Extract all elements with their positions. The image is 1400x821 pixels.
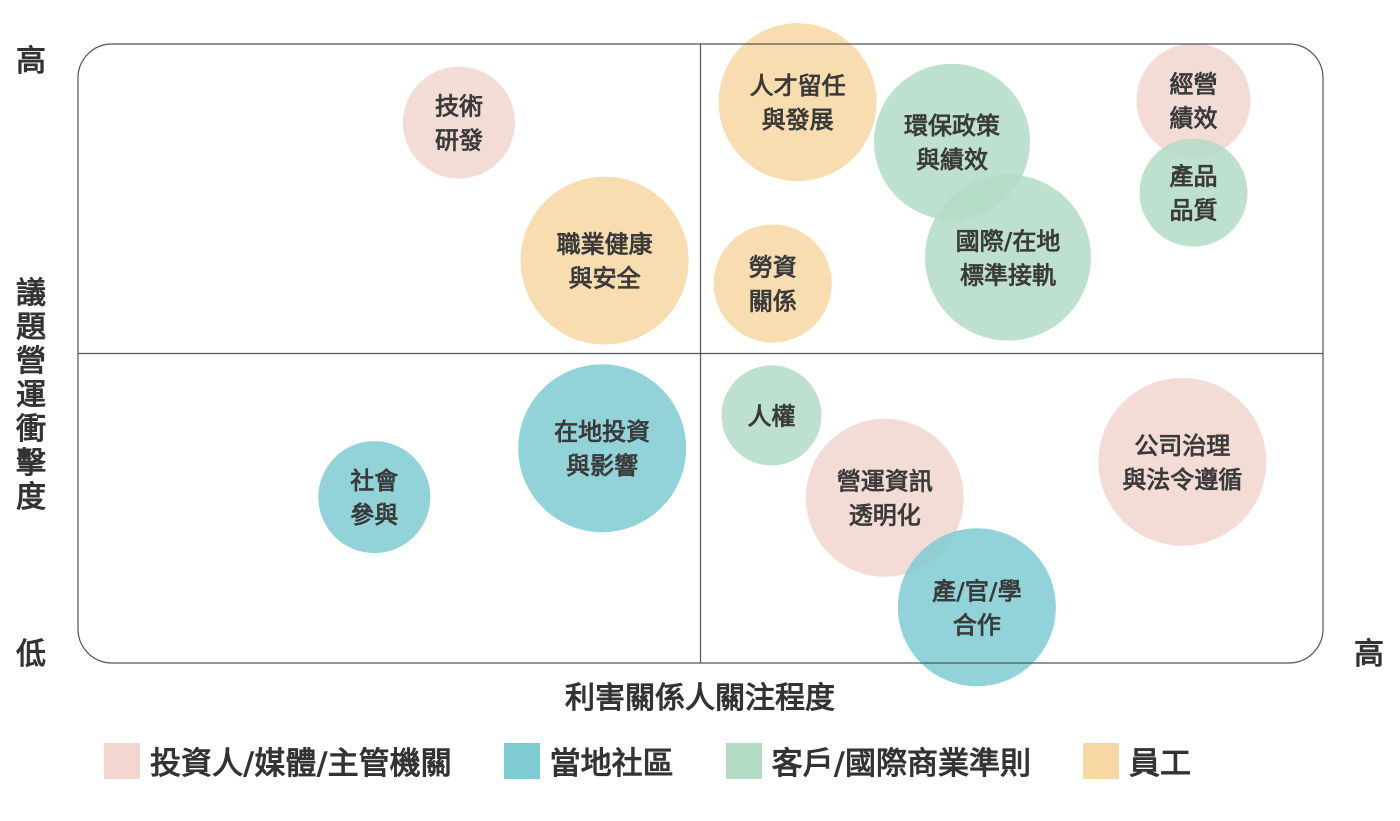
bubble-13 bbox=[897, 528, 1056, 687]
legend-label-customers: 客戶/國際商業準則 bbox=[771, 746, 1031, 782]
bubble-label-8-line-0: 人權 bbox=[747, 402, 795, 430]
bubble-0 bbox=[402, 66, 515, 179]
legend-item-investors: 投資人/媒體/主管機關 bbox=[104, 738, 452, 783]
bubble-label-0-line-1: 研發 bbox=[435, 127, 483, 155]
bubble-label-13-line-0: 產/官/學 bbox=[932, 577, 1022, 605]
x-axis-high-label: 高 bbox=[1354, 637, 1384, 672]
bubble-label-9-line-0: 在地投資 bbox=[554, 418, 650, 446]
bubble-11 bbox=[805, 418, 964, 577]
legend-label-community: 當地社區 bbox=[549, 746, 674, 782]
bubble-7 bbox=[1139, 138, 1248, 247]
bubble-6 bbox=[1136, 43, 1251, 158]
x-axis-title: 利害關係人關注程度 bbox=[565, 681, 835, 716]
bubble-label-1-line-0: 職業健康 bbox=[557, 231, 654, 259]
legend-item-customers: 客戶/國際商業準則 bbox=[725, 738, 1031, 783]
bubble-12 bbox=[1098, 377, 1267, 546]
y-axis-title-char-2: 營 bbox=[16, 344, 46, 379]
legend-swatch-investors bbox=[104, 742, 140, 779]
bubble-label-10-line-1: 參與 bbox=[350, 501, 398, 529]
y-axis-title-char-3: 運 bbox=[16, 378, 46, 413]
legend: 投資人/媒體/主管機關 當地社區 客戶/國際商業準則 員工 bbox=[104, 738, 1243, 783]
bubble-10 bbox=[318, 441, 431, 554]
bubble-label-9-line-1: 與影響 bbox=[566, 452, 638, 480]
bubble-label-3-line-0: 勞資 bbox=[749, 254, 797, 282]
bubbles-layer bbox=[318, 23, 1267, 687]
legend-swatch-employees bbox=[1082, 742, 1119, 779]
bubble-2 bbox=[718, 23, 877, 182]
legend-swatch-customers bbox=[725, 742, 762, 779]
bubble-label-12-line-0: 公司治理 bbox=[1134, 432, 1230, 460]
bubble-label-13-line-1: 合作 bbox=[953, 611, 1001, 639]
bubble-5 bbox=[925, 174, 1092, 341]
bubble-3 bbox=[713, 224, 832, 343]
bubble-8 bbox=[721, 365, 822, 466]
bubble-label-5-line-1: 標準接軌 bbox=[960, 262, 1056, 290]
bubble-label-7-line-0: 產品 bbox=[1170, 163, 1218, 191]
y-axis-high-label: 高 bbox=[16, 44, 46, 79]
legend-item-employees: 員工 bbox=[1082, 738, 1191, 783]
y-axis-title-char-6: 度 bbox=[16, 480, 46, 515]
bubble-1 bbox=[520, 176, 689, 345]
bubble-label-11-line-0: 營運資訊 bbox=[837, 468, 933, 496]
bubble-label-11-line-1: 透明化 bbox=[849, 502, 921, 530]
bubble-label-3-line-1: 關係 bbox=[749, 288, 797, 316]
bubble-label-2-line-1: 與發展 bbox=[762, 106, 834, 134]
bubble-label-1-line-1: 與安全 bbox=[569, 265, 642, 293]
bubble-label-0-line-0: 技術 bbox=[435, 93, 483, 121]
y-axis-title-char-1: 題 bbox=[16, 310, 46, 345]
legend-item-community: 當地社區 bbox=[503, 738, 674, 783]
bubble-label-6-line-1: 績效 bbox=[1170, 104, 1218, 132]
bubble-label-2-line-0: 人才留任 bbox=[750, 72, 846, 100]
bubble-label-7-line-1: 品質 bbox=[1170, 197, 1218, 225]
legend-label-employees: 員工 bbox=[1128, 746, 1191, 782]
y-axis-title-char-0: 議 bbox=[16, 276, 46, 311]
legend-label-investors: 投資人/媒體/主管機關 bbox=[150, 746, 452, 782]
axis-low-label: 低 bbox=[15, 637, 46, 672]
bubble-label-12-line-1: 與法令遵循 bbox=[1122, 466, 1242, 494]
bubble-label-6-line-0: 經營 bbox=[1170, 70, 1218, 98]
bubble-label-10-line-0: 社會 bbox=[350, 467, 399, 495]
legend-swatch-community bbox=[503, 742, 540, 779]
y-axis-title-char-4: 衝 bbox=[15, 412, 46, 447]
bubble-label-4-line-1: 與績效 bbox=[916, 146, 988, 174]
y-axis-title-char-5: 擊 bbox=[16, 446, 47, 481]
bubble-9 bbox=[518, 364, 687, 533]
bubble-label-4-line-0: 環保政策 bbox=[904, 112, 1001, 140]
bubble-label-5-line-0: 國際/在地 bbox=[956, 228, 1061, 256]
